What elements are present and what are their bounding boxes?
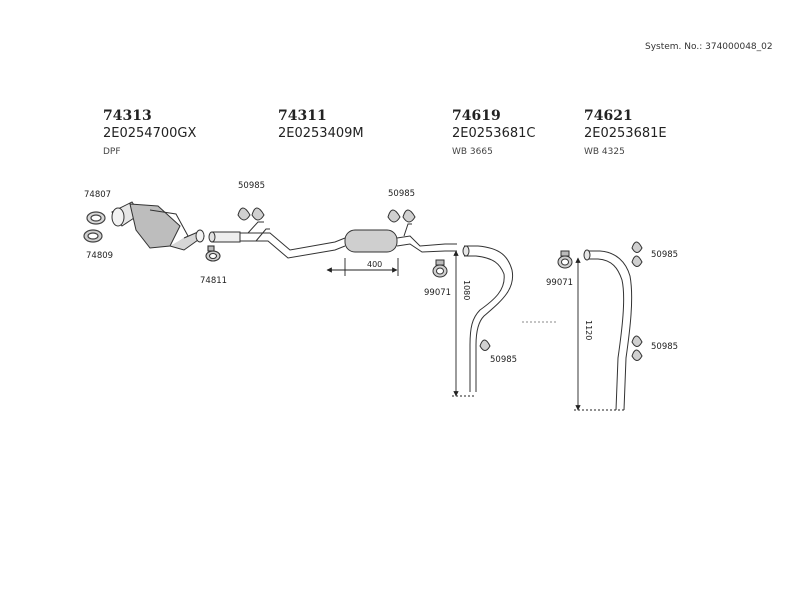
hanger xyxy=(479,339,491,351)
hanger xyxy=(631,335,643,361)
callout-74809: 74809 xyxy=(86,251,114,261)
part-header-middle-pipe: 74311 2E0253409M xyxy=(278,108,364,142)
part-header-rear-pipe-long: 74621 2E0253681E WB 4325 xyxy=(584,108,667,158)
callout-99071: 99071 xyxy=(424,288,452,298)
callout-99071: 99071 xyxy=(546,278,574,288)
dimension-muffler-offset xyxy=(326,258,399,276)
hanger xyxy=(631,241,643,267)
part-header-dpf: 74313 2E0254700GX DPF xyxy=(103,108,196,158)
part-note: WB 4325 xyxy=(584,147,625,157)
part-code: 2E0253409M xyxy=(278,126,364,141)
part-header-rear-pipe-short: 74619 2E0253681C WB 3665 xyxy=(452,108,535,158)
dimension-label: 400 xyxy=(367,260,382,269)
dimension-label: 1120 xyxy=(584,320,593,340)
part-note: WB 3665 xyxy=(452,147,493,157)
rear-pipe-long xyxy=(583,249,633,411)
part-note: DPF xyxy=(103,147,121,157)
callout-74807: 74807 xyxy=(84,190,112,200)
callout-50985: 50985 xyxy=(388,189,416,199)
system-number: System. No.: 374000048_02 xyxy=(645,42,773,52)
dimension-tailpipe-long xyxy=(574,257,624,411)
pipe-clamp xyxy=(432,259,448,278)
part-code: 2E0253681C xyxy=(452,126,536,141)
part-number: 74311 xyxy=(278,108,327,124)
part-number: 74619 xyxy=(452,108,501,124)
part-code: 2E0254700GX xyxy=(103,126,197,141)
diesel-particulate-filter xyxy=(111,201,205,251)
callout-74811: 74811 xyxy=(200,276,228,286)
pipe-clamp xyxy=(205,245,221,262)
hanger-pair xyxy=(387,209,416,223)
part-number: 74313 xyxy=(103,108,152,124)
dimension-label: 1080 xyxy=(462,280,471,300)
part-number: 74621 xyxy=(584,108,633,124)
callout-50985: 50985 xyxy=(238,181,266,191)
callout-50985: 50985 xyxy=(651,342,679,352)
pipe-clamp xyxy=(557,250,573,269)
callout-50985: 50985 xyxy=(490,355,518,365)
hanger-pair xyxy=(237,207,265,221)
rear-pipe-short xyxy=(462,245,514,392)
dimension-tailpipe-short xyxy=(452,250,476,397)
callout-50985: 50985 xyxy=(651,250,679,260)
gasket-ring xyxy=(86,211,106,225)
part-code: 2E0253681E xyxy=(584,126,667,141)
pipe-clamp xyxy=(83,229,103,243)
middle-pipe xyxy=(208,221,457,259)
